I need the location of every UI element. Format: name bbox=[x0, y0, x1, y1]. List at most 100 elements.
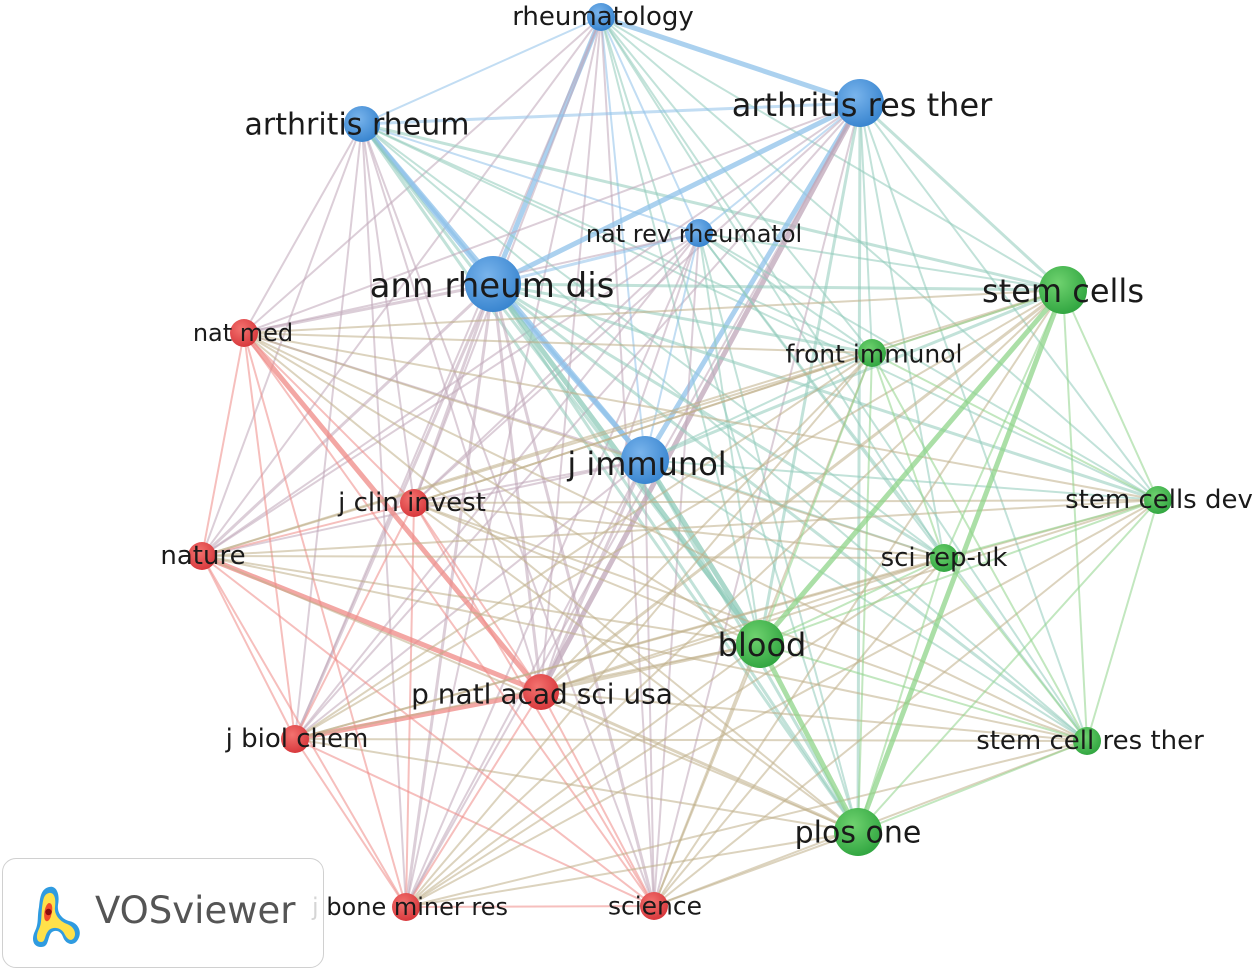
link-stem_cells_dev-blood bbox=[759, 499, 1159, 645]
node-stem_cells[interactable] bbox=[1039, 266, 1087, 314]
link-nat_med-plos_one bbox=[243, 332, 859, 833]
link-p_natl_acad_sci_usa-sci_rep_uk bbox=[540, 557, 945, 693]
link-j_biol_chem-science bbox=[294, 738, 655, 907]
link-nature-front_immunol bbox=[201, 352, 873, 557]
link-nat_med-stem_cells bbox=[243, 289, 1064, 334]
link-j_immunol-front_immunol bbox=[644, 352, 873, 461]
link-arthritis_rheum-stem_cells bbox=[360, 122, 1065, 292]
node-j_biol_chem[interactable] bbox=[281, 725, 309, 753]
node-label-rheumatology[interactable]: rheumatology bbox=[512, 2, 694, 32]
node-label-j_bone_miner_res[interactable]: j bone miner res bbox=[311, 893, 508, 921]
link-p_natl_acad_sci_usa-j_bone_miner_res bbox=[405, 691, 542, 908]
node-label-j_clin_invest[interactable]: j clin invest bbox=[337, 488, 486, 518]
node-label-stem_cells[interactable]: stem cells bbox=[982, 272, 1144, 310]
link-stem_cells_dev-plos_one bbox=[857, 499, 1159, 833]
node-nat_rev_rheumatol[interactable] bbox=[685, 219, 713, 247]
link-p_natl_acad_sci_usa-front_immunol bbox=[540, 352, 873, 693]
node-label-plos_one[interactable]: plos one bbox=[795, 816, 922, 851]
link-arthritis_res_ther-p_natl_acad_sci_usa bbox=[538, 100, 863, 695]
link-nature-blood bbox=[201, 555, 761, 645]
link-p_natl_acad_sci_usa-stem_cells bbox=[539, 288, 1065, 694]
link-ann_rheum_dis-j_immunol bbox=[490, 281, 648, 463]
link-front_immunol-blood bbox=[759, 352, 873, 645]
node-p_natl_acad_sci_usa[interactable] bbox=[523, 674, 559, 710]
node-label-stem_cell_res_ther[interactable]: stem cell res ther bbox=[976, 726, 1204, 756]
node-j_bone_miner_res[interactable] bbox=[392, 893, 420, 921]
link-j_bone_miner_res-front_immunol bbox=[405, 352, 873, 908]
link-j_bone_miner_res-stem_cells bbox=[405, 289, 1064, 908]
link-p_natl_acad_sci_usa-science bbox=[540, 691, 655, 907]
node-j_clin_invest[interactable] bbox=[400, 489, 428, 517]
link-nat_med-j_bone_miner_res bbox=[243, 332, 407, 908]
link-arthritis_rheum-j_bone_miner_res bbox=[361, 123, 407, 908]
link-j_clin_invest-blood bbox=[413, 502, 761, 645]
link-nat_rev_rheumatol-plos_one bbox=[698, 232, 859, 833]
link-arthritis_res_ther-nat_med bbox=[243, 102, 861, 334]
node-arthritis_rheum[interactable] bbox=[344, 106, 380, 142]
node-label-p_natl_acad_sci_usa[interactable]: p natl acad sci usa bbox=[411, 678, 673, 711]
link-arthritis_rheum-arthritis_res_ther bbox=[360, 101, 862, 126]
node-front_immunol[interactable] bbox=[858, 339, 886, 367]
node-stem_cell_res_ther[interactable] bbox=[1073, 727, 1101, 755]
node-science[interactable] bbox=[640, 892, 668, 920]
node-nat_med[interactable] bbox=[230, 319, 258, 347]
edges-layer bbox=[199, 14, 1160, 909]
link-stem_cells_dev-stem_cell_res_ther bbox=[1086, 499, 1159, 742]
link-nature-sci_rep_uk bbox=[201, 555, 945, 559]
link-sci_rep_uk-blood bbox=[759, 557, 945, 645]
node-blood[interactable] bbox=[736, 620, 784, 668]
link-nat_rev_rheumatol-blood bbox=[698, 232, 761, 645]
link-rheumatology-front_immunol bbox=[600, 16, 873, 354]
link-ann_rheum_dis-nat_med bbox=[242, 282, 495, 335]
node-nature[interactable] bbox=[188, 542, 216, 570]
link-arthritis_res_ther-j_immunol bbox=[642, 100, 863, 463]
node-sci_rep_uk[interactable] bbox=[930, 544, 958, 572]
vosviewer-logo-text: VOSviewer bbox=[95, 889, 296, 932]
link-j_clin_invest-front_immunol bbox=[413, 352, 873, 504]
link-rheumatology-j_clin_invest bbox=[413, 16, 602, 504]
link-rheumatology-j_immunol bbox=[600, 16, 646, 461]
node-label-ann_rheum_dis[interactable]: ann rheum dis bbox=[370, 266, 615, 306]
node-label-j_biol_chem[interactable]: j biol chem bbox=[225, 724, 369, 754]
link-arthritis_res_ther-plos_one bbox=[856, 101, 862, 834]
node-arthritis_res_ther[interactable] bbox=[836, 79, 884, 127]
link-nat_rev_rheumatol-science bbox=[653, 232, 700, 907]
vosviewer-watermark: VOSviewer bbox=[2, 858, 324, 968]
node-label-nat_rev_rheumatol[interactable]: nat rev rheumatol bbox=[586, 220, 802, 248]
link-ann_rheum_dis-stem_cells bbox=[491, 282, 1065, 292]
link-ann_rheum_dis-stem_cells_dev bbox=[491, 282, 1160, 502]
node-label-sci_rep_uk[interactable]: sci rep-uk bbox=[881, 543, 1008, 573]
link-j_biol_chem-front_immunol bbox=[294, 352, 873, 740]
link-arthritis_rheum-stem_cell_res_ther bbox=[361, 123, 1088, 742]
link-rheumatology-arthritis_res_ther bbox=[598, 14, 863, 106]
node-label-nature[interactable]: nature bbox=[160, 541, 245, 571]
link-stem_cells-stem_cells_dev bbox=[1062, 289, 1159, 501]
node-plos_one[interactable] bbox=[834, 808, 882, 856]
link-science-plos_one bbox=[653, 831, 859, 907]
node-stem_cells_dev[interactable] bbox=[1144, 486, 1172, 514]
link-nat_rev_rheumatol-front_immunol bbox=[698, 232, 873, 354]
link-rheumatology-stem_cells_dev bbox=[600, 16, 1159, 501]
node-label-j_immunol[interactable]: j immunol bbox=[566, 445, 726, 483]
node-label-science[interactable]: science bbox=[608, 892, 702, 921]
link-nat_med-sci_rep_uk bbox=[243, 332, 945, 559]
node-label-arthritis_rheum[interactable]: arthritis rheum bbox=[245, 108, 470, 143]
node-label-nat_med[interactable]: nat med bbox=[193, 319, 293, 347]
link-nat_rev_rheumatol-stem_cells_dev bbox=[698, 232, 1159, 501]
link-arthritis_rheum-j_clin_invest bbox=[361, 123, 415, 504]
node-j_immunol[interactable] bbox=[621, 436, 669, 484]
node-label-stem_cells_dev[interactable]: stem cells dev bbox=[1065, 485, 1253, 515]
node-label-front_immunol[interactable]: front immunol bbox=[785, 340, 962, 369]
link-science-sci_rep_uk bbox=[653, 557, 945, 907]
node-rheumatology[interactable] bbox=[587, 3, 615, 31]
link-j_clin_invest-j_bone_miner_res bbox=[405, 502, 415, 908]
nodes-layer bbox=[188, 3, 1172, 921]
link-nature-stem_cells_dev bbox=[201, 499, 1159, 557]
link-stem_cells-sci_rep_uk bbox=[943, 289, 1064, 559]
node-label-arthritis_res_ther[interactable]: arthritis res ther bbox=[732, 86, 993, 124]
node-ann_rheum_dis[interactable] bbox=[465, 256, 521, 312]
link-nat_med-nature bbox=[201, 332, 245, 557]
node-label-blood[interactable]: blood bbox=[718, 626, 807, 664]
link-j_bone_miner_res-stem_cell_res_ther bbox=[405, 740, 1088, 908]
link-j_biol_chem-sci_rep_uk bbox=[294, 557, 945, 740]
